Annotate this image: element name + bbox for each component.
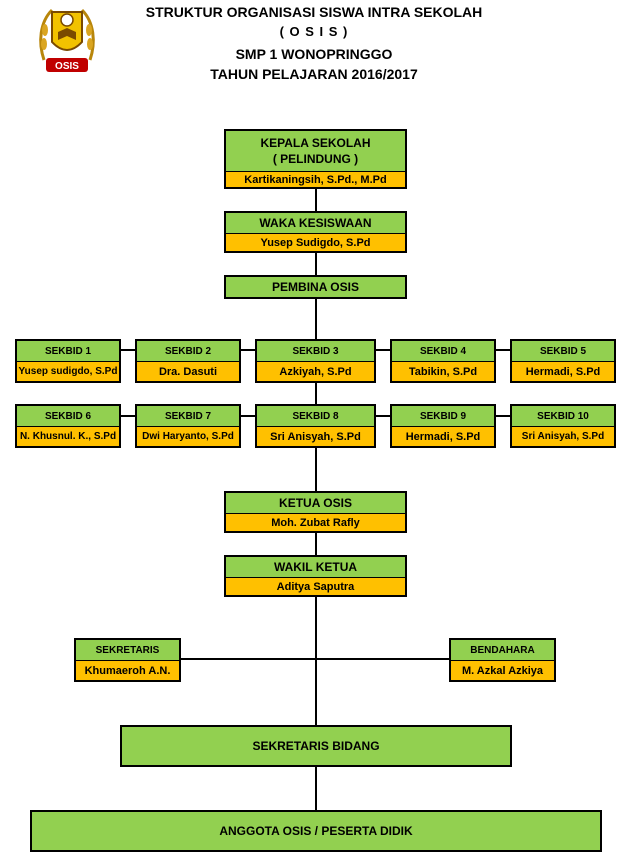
sekbid-6-box: SEKBID 6 N. Khusnul. K., S.Pd bbox=[15, 404, 121, 448]
sekbid-2-box: SEKBID 2 Dra. Dasuti bbox=[135, 339, 241, 383]
sekretaris-name: Khumaeroh A.N. bbox=[76, 660, 179, 680]
sekbid-role: SEKBID 9 bbox=[392, 406, 494, 426]
sekretaris-role: SEKRETARIS bbox=[76, 640, 179, 660]
sekbid-role: SEKBID 1 bbox=[17, 341, 119, 361]
kepala-role-line1: KEPALA SEKOLAH bbox=[260, 136, 371, 150]
sekretaris-bidang-role: SEKRETARIS BIDANG bbox=[252, 739, 380, 753]
sekbid-5-box: SEKBID 5 Hermadi, S.Pd bbox=[510, 339, 616, 383]
logo-text: OSIS bbox=[55, 61, 79, 72]
sekbid-role: SEKBID 3 bbox=[257, 341, 374, 361]
sekbid-name: Dwi Haryanto, S.Pd bbox=[137, 426, 239, 446]
waka-role: WAKA KESISWAAN bbox=[226, 213, 405, 233]
pembina-role: PEMBINA OSIS bbox=[226, 277, 405, 297]
sekbid-10-box: SEKBID 10 Sri Anisyah, S.Pd bbox=[510, 404, 616, 448]
title-line-4: TAHUN PELAJARAN 2016/2017 bbox=[210, 66, 418, 82]
sekretaris-bendahara-hline bbox=[180, 658, 450, 660]
title-line-2: ( O S I S ) bbox=[279, 24, 349, 39]
sekbid-8-box: SEKBID 8 Sri Anisyah, S.Pd bbox=[255, 404, 376, 448]
sekbid-name: Tabikin, S.Pd bbox=[392, 361, 494, 381]
ketua-osis-box: KETUA OSIS Moh. Zubat Rafly bbox=[224, 491, 407, 533]
sekbid-name: Hermadi, S.Pd bbox=[392, 426, 494, 446]
anggota-role: ANGGOTA OSIS / PESERTA DIDIK bbox=[219, 824, 413, 838]
sekbid-9-box: SEKBID 9 Hermadi, S.Pd bbox=[390, 404, 496, 448]
bendahara-role: BENDAHARA bbox=[451, 640, 554, 660]
sekbid-role: SEKBID 8 bbox=[257, 406, 374, 426]
osis-logo: OSIS bbox=[39, 8, 95, 72]
sekbid-7-box: SEKBID 7 Dwi Haryanto, S.Pd bbox=[135, 404, 241, 448]
wakil-ketua-box: WAKIL KETUA Aditya Saputra bbox=[224, 555, 407, 597]
waka-kesiswaan-box: WAKA KESISWAAN Yusep Sudigdo, S.Pd bbox=[224, 211, 407, 253]
sekbid-name: Dra. Dasuti bbox=[137, 361, 239, 381]
sekbid-name: Yusep sudigdo, S.Pd bbox=[17, 361, 119, 381]
sekbid-name: Sri Anisyah, S.Pd bbox=[257, 426, 374, 446]
sekbid-name: Hermadi, S.Pd bbox=[512, 361, 614, 381]
ketua-role: KETUA OSIS bbox=[226, 493, 405, 513]
waka-name: Yusep Sudigdo, S.Pd bbox=[226, 233, 405, 251]
anggota-osis-box: ANGGOTA OSIS / PESERTA DIDIK bbox=[30, 810, 602, 852]
sekbid-3-box: SEKBID 3 Azkiyah, S.Pd bbox=[255, 339, 376, 383]
bendahara-box: BENDAHARA M. Azkal Azkiya bbox=[449, 638, 556, 682]
wheat-wreath-icon bbox=[39, 8, 95, 61]
sekbid-role: SEKBID 7 bbox=[137, 406, 239, 426]
title-line-1: STRUKTUR ORGANISASI SISWA INTRA SEKOLAH bbox=[145, 4, 483, 20]
sekbid-1-box: SEKBID 1 Yusep sudigdo, S.Pd bbox=[15, 339, 121, 383]
wakil-role: WAKIL KETUA bbox=[226, 557, 405, 577]
kepala-sekolah-box: KEPALA SEKOLAH ( PELINDUNG ) Kartikaning… bbox=[224, 129, 407, 189]
sekbid-name: Sri Anisyah, S.Pd bbox=[512, 426, 614, 446]
sekbid-name: N. Khusnul. K., S.Pd bbox=[17, 426, 119, 446]
sekbid-name: Azkiyah, S.Pd bbox=[257, 361, 374, 381]
sekbid-role: SEKBID 2 bbox=[137, 341, 239, 361]
sekbid-role: SEKBID 5 bbox=[512, 341, 614, 361]
sekretaris-bidang-box: SEKRETARIS BIDANG bbox=[120, 725, 512, 767]
kepala-name: Kartikaningsih, S.Pd., M.Pd bbox=[226, 171, 405, 187]
sekbid-role: SEKBID 10 bbox=[512, 406, 614, 426]
kepala-role-line2: ( PELINDUNG ) bbox=[272, 152, 359, 166]
wakil-name: Aditya Saputra bbox=[226, 577, 405, 595]
pembina-osis-box: PEMBINA OSIS bbox=[224, 275, 407, 299]
sekbid-role: SEKBID 4 bbox=[392, 341, 494, 361]
ketua-name: Moh. Zubat Rafly bbox=[226, 513, 405, 531]
sekbid-4-box: SEKBID 4 Tabikin, S.Pd bbox=[390, 339, 496, 383]
sekretaris-box: SEKRETARIS Khumaeroh A.N. bbox=[74, 638, 181, 682]
title-line-3: SMP 1 WONOPRINGGO bbox=[235, 46, 393, 62]
sekbid-role: SEKBID 6 bbox=[17, 406, 119, 426]
bendahara-name: M. Azkal Azkiya bbox=[451, 660, 554, 680]
